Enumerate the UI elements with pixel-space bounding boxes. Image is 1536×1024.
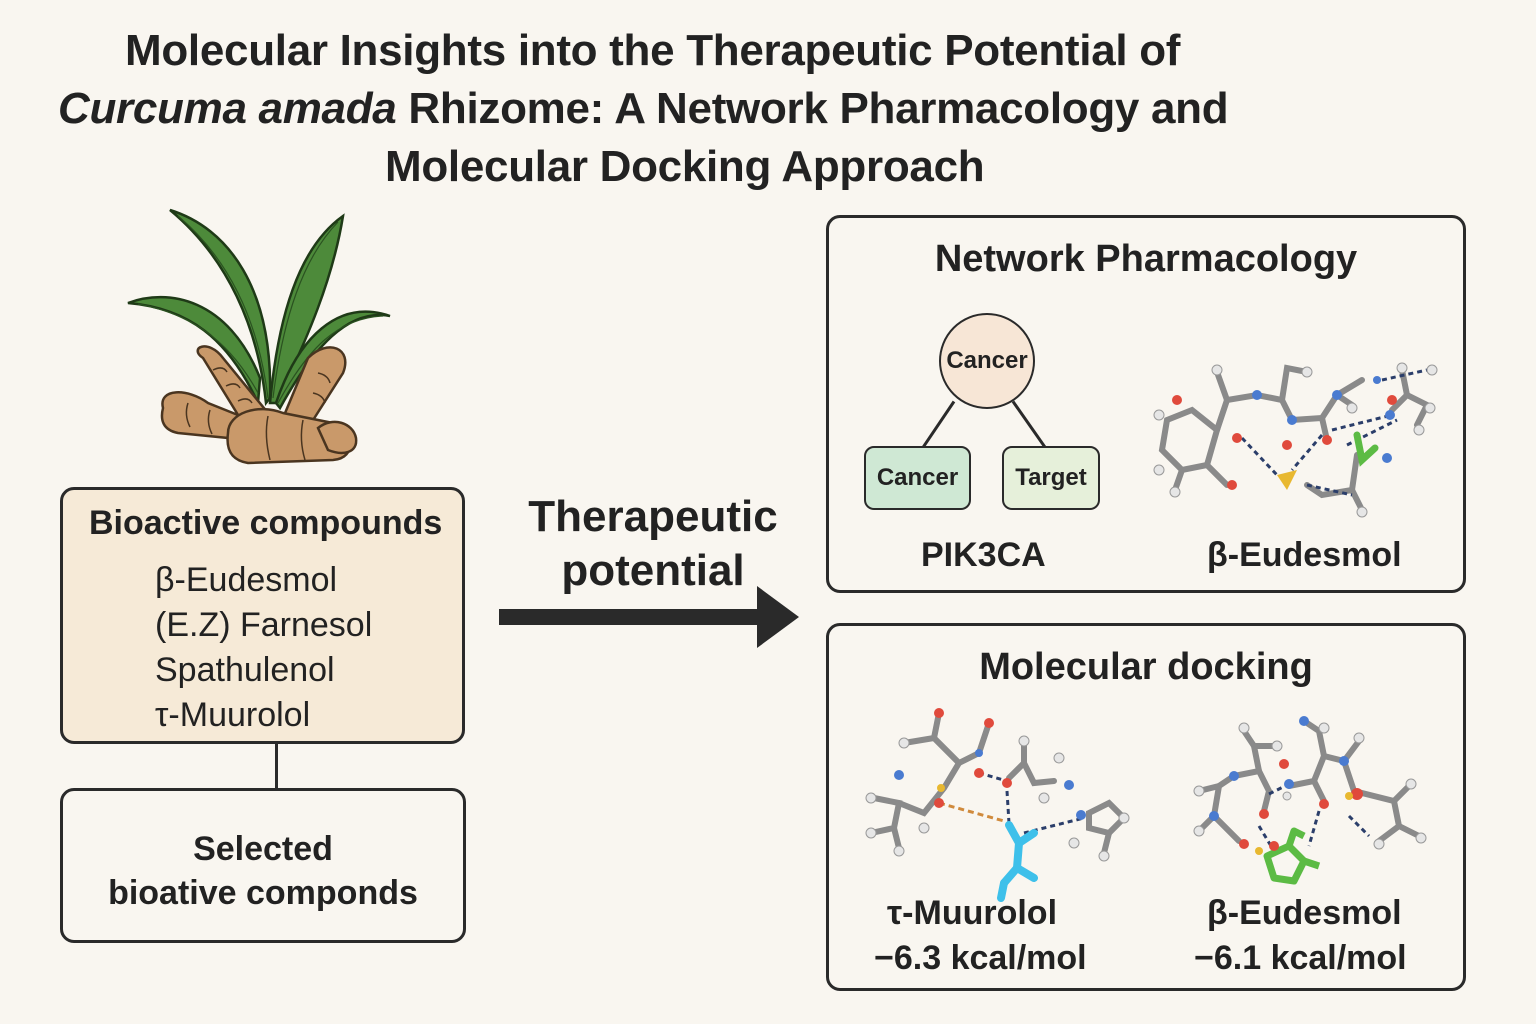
bioactive-compounds-box: Bioactive compounds β-Eudesmol (E.Z) Far… (60, 487, 465, 744)
beta-eudesmol-docking-icon (1193, 716, 1427, 885)
target-label: PIK3CA (921, 536, 1046, 574)
compound-item: β-Eudesmol (155, 561, 338, 599)
network-pharmacology-title: Network Pharmacology (934, 238, 1358, 280)
compound-item: Spathulenol (155, 651, 335, 689)
leaf-left (127, 295, 262, 408)
curcuma-plant-icon (127, 208, 391, 465)
tau-muurolol-docking-icon (865, 708, 1130, 902)
therapeutic-line-2: potential (561, 546, 745, 595)
title-line-2-rest: Rhizome: A Network Pharmacology and (396, 84, 1229, 133)
therapeutic-potential-label: Therapeutic potential (500, 490, 806, 598)
docking-energy-1: −6.3 kcal/mol (874, 939, 1087, 977)
rhizome-rings (185, 367, 331, 461)
network-edge-right (1011, 400, 1047, 449)
ligand-green (1353, 431, 1379, 467)
compound-item: τ-Muurolol (155, 696, 311, 734)
ligand-green (1263, 827, 1321, 885)
bioactive-heading: Bioactive compounds (89, 504, 443, 542)
docking-compound-2: β-Eudesmol (1207, 894, 1402, 932)
selected-line-1: Selected (193, 830, 333, 868)
network-edge-left (922, 400, 956, 448)
network-node-target: Target (1002, 446, 1100, 510)
selected-line-2: bioative componds (108, 874, 418, 912)
rhizome (160, 345, 358, 465)
connector-line (275, 744, 278, 790)
docking-energy-2: −6.1 kcal/mol (1194, 939, 1407, 977)
compound-item: (E.Z) Farnesol (155, 606, 373, 644)
docking-compound-1: τ-Muurolol (887, 894, 1058, 932)
compound-label: β-Eudesmol (1207, 536, 1402, 574)
network-node-cancer: Cancer (864, 446, 971, 510)
network-node-root: Cancer (939, 313, 1035, 409)
leaf-center-left (169, 208, 272, 407)
ligand-cyan (997, 821, 1038, 902)
hydrophobic-bond (938, 801, 1005, 823)
leaves (127, 208, 391, 411)
title-line-2: Curcuma amada Rhizome: A Network Pharmac… (58, 80, 1229, 138)
ligand-sulfur (1277, 470, 1297, 490)
right-arrow-icon (499, 586, 799, 648)
therapeutic-line-1: Therapeutic (528, 492, 778, 541)
leaf-veins (137, 215, 384, 404)
network-pharmacology-panel: Network Pharmacology Cancer Cancer Targe… (826, 215, 1466, 593)
compound-list: β-Eudesmol (E.Z) Farnesol Spathulenol τ-… (155, 558, 372, 738)
molecular-docking-panel: Molecular docking (826, 623, 1466, 991)
title-line-3: Molecular Docking Approach (385, 142, 985, 191)
beta-eudesmol-molecule-icon (1153, 362, 1438, 518)
molecular-docking-title: Molecular docking (979, 646, 1313, 688)
selected-compounds-box: Selected bioative componds (60, 788, 466, 943)
species-name: Curcuma amada (58, 84, 397, 133)
hydrogen-bonds (1240, 368, 1428, 497)
selected-text: Selected bioative componds (63, 827, 463, 915)
title-line-1: Molecular Insights into the Therapeutic … (125, 26, 1181, 75)
